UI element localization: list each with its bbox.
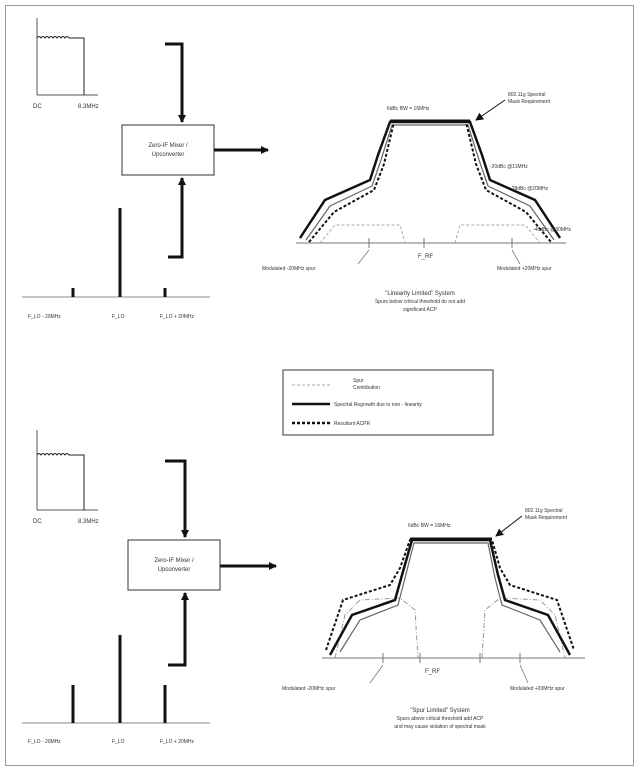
bottom-edge-label: 8.3MHz <box>78 519 99 525</box>
bottom-lo-right-label: F_LO + 20MHz <box>160 739 195 745</box>
legend-spur-line2: Contribution <box>353 385 380 391</box>
top-caption-2: Spurs below critical threshold do not ad… <box>375 299 465 305</box>
top-regrowth-curve-inner <box>305 124 555 241</box>
bottom-regrowth-curve-inner <box>339 542 561 653</box>
bottom-spur-right <box>481 597 566 659</box>
top-dc-label: DC <box>33 104 42 110</box>
top-lo-right-label: F_LO + 20MHz <box>160 314 195 320</box>
legend-resultant: Resultant ACPR <box>334 421 371 427</box>
bottom-mixer-block: Zero-IF Mixer / Upconverter <box>127 539 221 591</box>
bottom-dc-label: DC <box>33 519 42 525</box>
bottom-resultant-acpr <box>325 539 575 651</box>
bottom-left-spur-label: Modulated -20MHz spur <box>282 686 336 692</box>
bottom-mixer-label-1: Zero-IF Mixer / <box>154 558 194 564</box>
bottom-right-spur-label: Modulated +20MHz spur <box>510 686 565 692</box>
bottom-lo-spectrum: F_LO - 20MHz F_LO F_LO + 20MHz <box>22 635 210 745</box>
top-regrowth-curve <box>298 120 562 239</box>
top-right-spur-label: Modulated +20MHz spur <box>497 266 552 272</box>
top-spur-left <box>319 224 406 244</box>
top-baseband-spectrum: DC 8.3MHz <box>33 18 99 110</box>
bottom-center-label: F_RF <box>425 669 440 675</box>
bottom-spur-left <box>334 597 419 659</box>
bottom-lo-center-label: F_LO <box>112 739 125 745</box>
top-arrow-baseband <box>165 42 186 123</box>
bottom-mixer-label-2: Upconverter <box>158 567 191 573</box>
top-lo-spectrum: F_LO - 20MHz F_LO F_LO + 20MHz <box>22 208 210 320</box>
bottom-caption-1: "Spur Limited" System <box>410 708 470 714</box>
legend-spur-line1: Spur <box>353 378 364 384</box>
top-arrow-lo <box>168 177 186 259</box>
bottom-output-spectrum: 6dBc BW = 16MHz 802.11g Spectral Mask Re… <box>282 508 585 692</box>
top-bw-label: 6dBc BW = 16MHz <box>387 106 430 112</box>
bottom-caption-2: Spurs above critical threshold add ACP <box>397 716 484 722</box>
top-caption-3: significant ACP <box>403 307 437 313</box>
top-lo-left-label: F_LO - 20MHz <box>28 314 61 320</box>
bottom-arrow-baseband <box>165 459 189 538</box>
bottom-bw-label: 6dBc BW = 16MHz <box>408 523 451 529</box>
bottom-req-line2: Mask Requirement <box>525 515 568 521</box>
top-section: DC 8.3MHz Zero-IF Mixer / Upconverter F_… <box>22 18 572 320</box>
top-mask-label-2: -28dBc @20MHz <box>510 186 549 192</box>
bottom-regrowth-curve <box>328 538 572 656</box>
top-caption-1: "Linearity Limited" System <box>385 291 455 297</box>
bottom-arrow-lo <box>168 592 189 667</box>
bottom-caption-3: and may cause violation of spectral mask <box>394 724 486 730</box>
top-req-line1: 802.11g Spectral <box>508 92 545 98</box>
top-mask-label-3: -40dBc @30MHz <box>533 227 572 233</box>
legend: Spur Contribution Spectral Regrowth due … <box>282 369 494 436</box>
top-center-label: F_RF <box>418 254 433 260</box>
bottom-lo-left-label: F_LO - 20MHz <box>28 739 61 745</box>
top-left-spur-label: Modulated -20MHz spur <box>262 266 316 272</box>
top-edge-label: 8.3MHz <box>78 104 99 110</box>
top-resultant-acpr <box>308 121 552 243</box>
top-lo-center-label: F_LO <box>112 314 125 320</box>
bottom-baseband-spectrum: DC 8.3MHz <box>33 430 99 525</box>
top-mixer-label-1: Zero-IF Mixer / <box>148 143 188 149</box>
bottom-section: DC 8.3MHz Zero-IF Mixer / Upconverter F_… <box>22 430 585 745</box>
top-mixer-block: Zero-IF Mixer / Upconverter <box>121 124 215 176</box>
top-mixer-label-2: Upconverter <box>152 152 185 158</box>
top-spur-right <box>454 224 541 244</box>
bottom-req-line1: 802.11g Spectral <box>525 508 562 514</box>
top-mask-label-1: -20dBc @11MHz <box>490 164 528 170</box>
top-req-line2: Mask Requirement <box>508 99 551 105</box>
legend-regrowth: Spectral Regrowth due to non - linearity <box>334 402 422 408</box>
top-output-spectrum: 6dBc BW = 16MHz 802.11g Spectral Mask Re… <box>262 92 572 272</box>
